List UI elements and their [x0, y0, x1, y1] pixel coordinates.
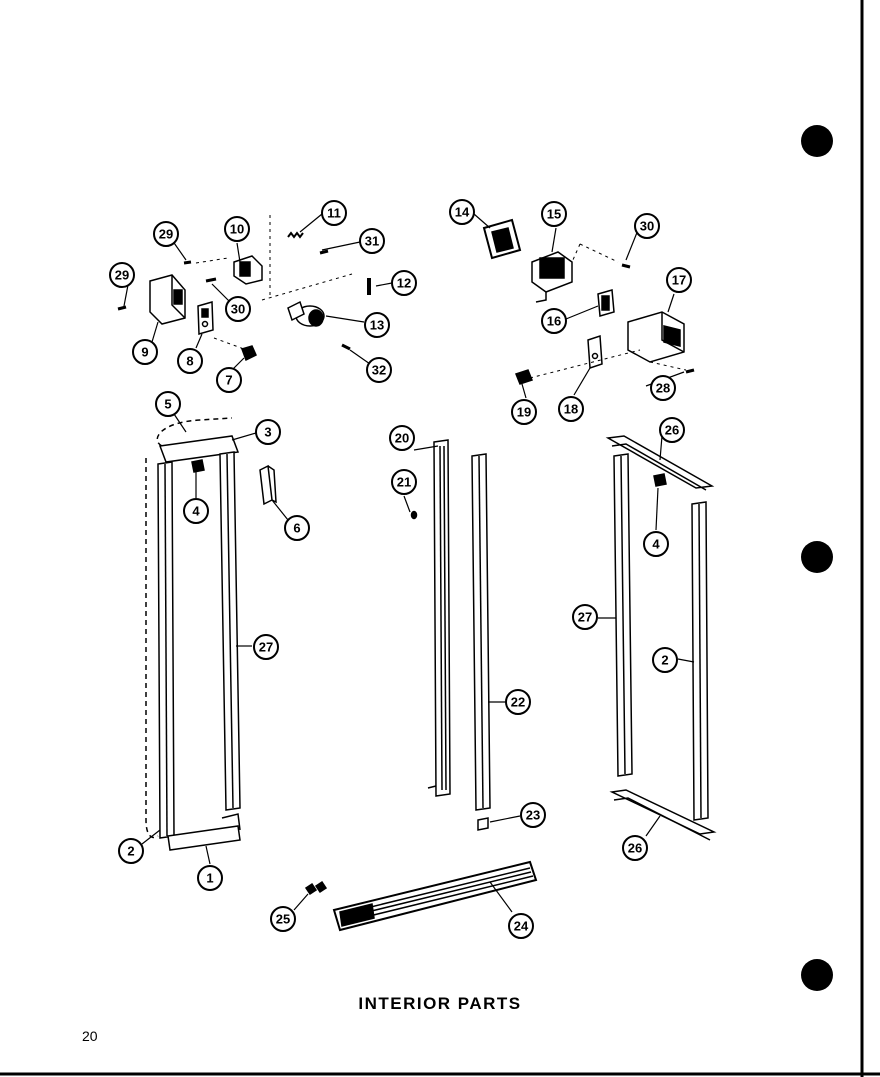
callout-label: 27 [259, 640, 273, 655]
switch-plate-shape [197, 301, 214, 335]
binder-hole-top [801, 125, 833, 157]
callout-label: 11 [327, 206, 341, 221]
callout-17: 17 [666, 267, 692, 293]
callout-label: 9 [141, 345, 148, 360]
callout-label: 6 [293, 521, 300, 536]
bottom-bracket-shape [167, 825, 241, 851]
switch-plate-shape-right [587, 334, 603, 370]
callout-label: 2 [127, 844, 134, 859]
knob-shape-right [515, 369, 533, 385]
callout-label: 10 [230, 222, 244, 237]
callout-8: 8 [177, 348, 203, 374]
callout-label: 25 [276, 912, 290, 927]
callout-label: 30 [640, 219, 654, 234]
callout-label: 20 [395, 431, 409, 446]
callout-label: 8 [186, 354, 193, 369]
callout-10: 10 [224, 216, 250, 242]
callout-3: 3 [255, 419, 281, 445]
callout-32: 31 [359, 228, 385, 254]
callout-29: 29 [109, 262, 135, 288]
callout-7: 7 [216, 367, 242, 393]
callout-9: 9 [132, 339, 158, 365]
diagram-caption: INTERIOR PARTS [358, 994, 522, 1013]
callout-12: 12 [391, 270, 417, 296]
binder-hole-middle [801, 541, 833, 573]
callout-label: 29 [115, 268, 129, 283]
callout-bubbles: 1 2 2 3 4 4 5 6 7 8 9 10 11 12 13 14 15 … [109, 199, 692, 939]
callout-label: 23 [526, 808, 540, 823]
center-strips [304, 439, 538, 932]
callout-label: 19 [517, 405, 531, 420]
callout-33: 32 [366, 357, 392, 383]
callout-label: 17 [672, 273, 686, 288]
callout-19: 19 [511, 399, 537, 425]
callout-label: 26 [665, 423, 679, 438]
callout-24: 24 [508, 913, 534, 939]
callout-15: 15 [541, 201, 567, 227]
callout-label: 16 [547, 314, 561, 329]
callout-31: 30 [225, 296, 251, 322]
callout-16: 16 [541, 308, 567, 334]
callout-23: 23 [520, 802, 546, 828]
binder-hole-bottom [801, 959, 833, 991]
left-frame-assembly [145, 417, 277, 851]
callout-5: 5 [155, 391, 181, 417]
callout-label: 14 [455, 205, 470, 220]
callout-28: 28 [650, 375, 676, 401]
callout-2: 2 [118, 838, 144, 864]
callout-22: 22 [505, 689, 531, 715]
callout-label: 4 [192, 504, 200, 519]
callout-21: 21 [391, 469, 417, 495]
callout-2: 2 [652, 647, 678, 673]
callout-25: 25 [270, 906, 296, 932]
callout-label: 22 [511, 695, 525, 710]
callout-label: 1 [206, 871, 213, 886]
callout-18: 18 [558, 396, 584, 422]
callout-14: 14 [449, 199, 475, 225]
right-control-cluster [482, 218, 695, 385]
callout-4: 4 [183, 498, 209, 524]
callout-30: 29 [153, 221, 179, 247]
callout-label: 4 [652, 537, 660, 552]
callout-27: 27 [253, 634, 279, 660]
callout-label: 5 [164, 397, 171, 412]
callout-26: 26 [659, 417, 685, 443]
callout-label: 31 [365, 234, 379, 249]
callout-label: 15 [547, 207, 561, 222]
callout-label: 30 [231, 302, 245, 317]
callout-label: 26 [628, 841, 642, 856]
callout-13: 13 [364, 312, 390, 338]
callout-4: 4 [643, 531, 669, 557]
callout-27: 27 [572, 604, 598, 630]
page-number: 20 [82, 1028, 98, 1044]
callout-label: 13 [370, 318, 384, 333]
left-control-cluster [117, 215, 371, 362]
callout-label: 12 [397, 276, 411, 291]
callout-label: 3 [264, 425, 271, 440]
top-bracket-shape [158, 435, 240, 463]
callout-label: 28 [656, 381, 670, 396]
callout-6: 6 [284, 515, 310, 541]
callout-20: 20 [389, 425, 415, 451]
knob-shape [241, 345, 257, 362]
callout-label: 32 [372, 363, 386, 378]
callout-26: 26 [622, 835, 648, 861]
callout-11: 11 [321, 200, 347, 226]
right-frame-assembly [605, 435, 717, 841]
callout-label: 29 [159, 227, 173, 242]
spacer-block-shape [259, 464, 273, 506]
callout-label: 18 [564, 402, 578, 417]
callout-label: 27 [578, 610, 592, 625]
callout-label: 7 [225, 373, 232, 388]
leader-lines [123, 213, 695, 913]
callout-30: 30 [634, 213, 660, 239]
callout-1: 1 [197, 865, 223, 891]
callout-label: 21 [397, 475, 411, 490]
callout-label: 24 [514, 919, 529, 934]
callout-label: 2 [661, 653, 668, 668]
